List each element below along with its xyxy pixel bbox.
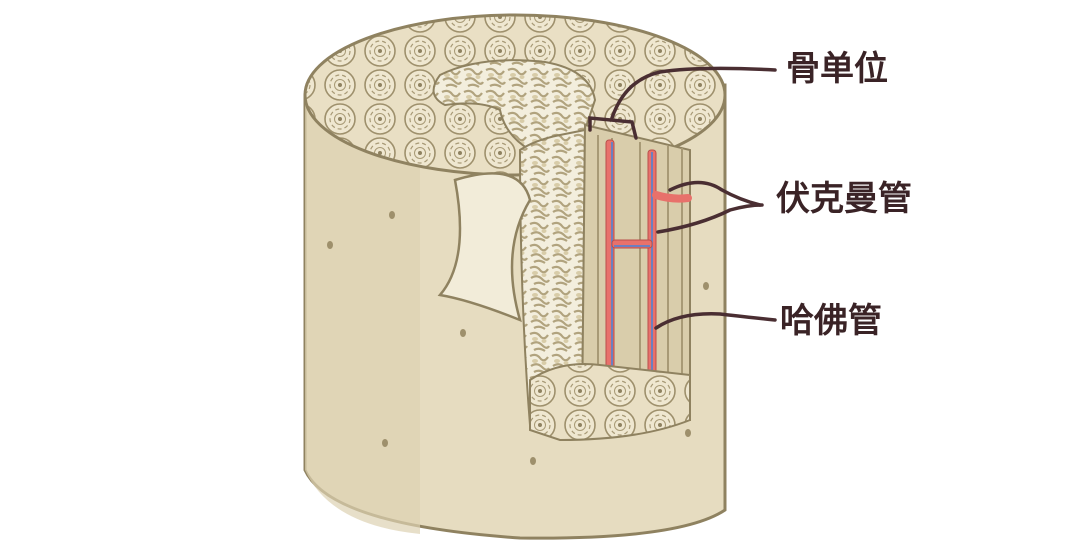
osteon-callout-line [610, 66, 777, 120]
bottom-osteon-section [529, 363, 691, 442]
surface-pores [327, 211, 709, 465]
osteon-label: 骨单位 [786, 49, 888, 89]
volkmann-canal-label: 伏克曼管 [776, 179, 912, 219]
haversian-callout-line [654, 312, 777, 330]
volkmann-callout-line-1 [668, 180, 762, 207]
periosteum-flap [437, 172, 532, 323]
osteon-bracket [588, 116, 638, 140]
spongy-bone-top [432, 59, 597, 152]
volkmann-vessels [611, 191, 692, 249]
volkmann-callout-line-2 [656, 203, 764, 234]
haversian-vessels [605, 139, 657, 385]
haversian-canal-label: 哈佛管 [780, 301, 882, 341]
spongy-bone-cutaway [518, 128, 587, 427]
